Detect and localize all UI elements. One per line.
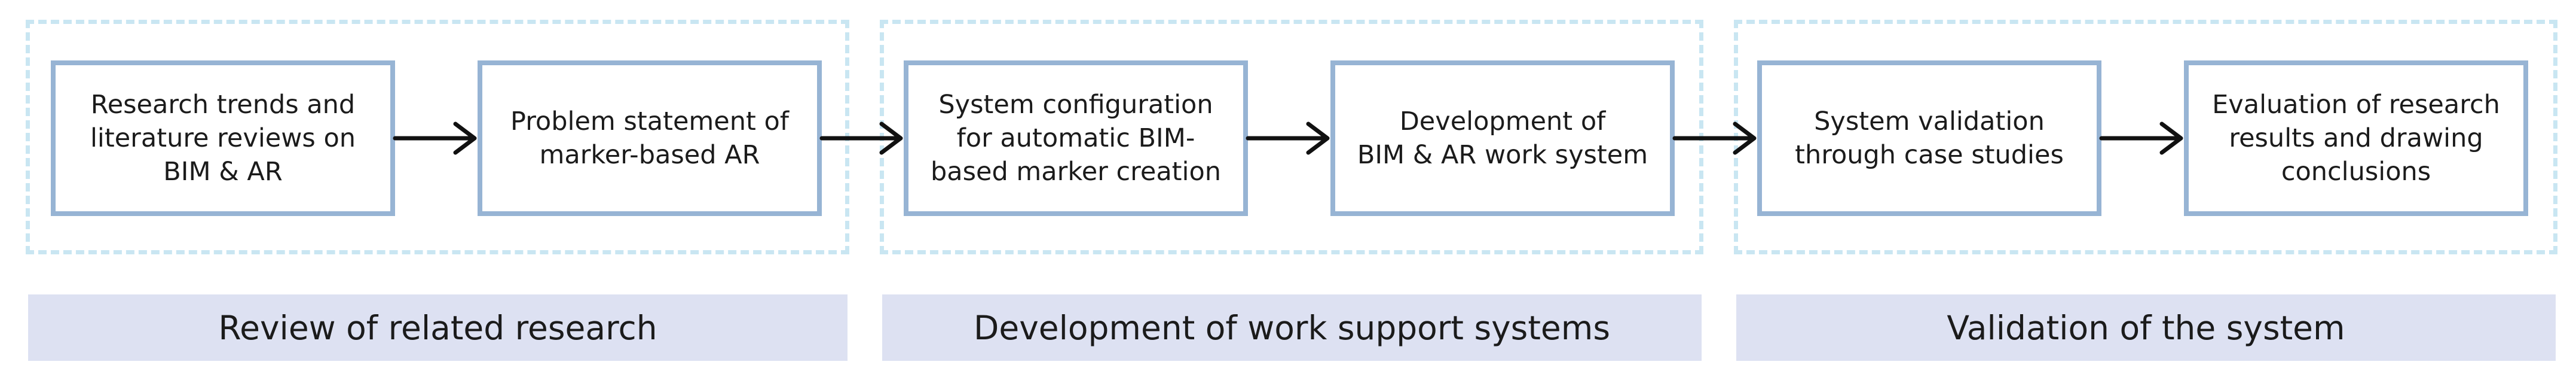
arrow-3 <box>1246 121 1330 155</box>
phase-review-label: Review of related research <box>218 308 657 347</box>
step-research-trends: Research trends and literature reviews o… <box>51 60 395 216</box>
step-system-validation: System validation through case studies <box>1757 60 2101 216</box>
step-work-system-development-text: Development of BIM & AR work system <box>1357 107 1648 170</box>
arrow-2 <box>819 121 903 155</box>
phase-validation-label: Validation of the system <box>1947 308 2345 347</box>
phase-development-label: Development of work support systems <box>974 308 1610 347</box>
step-problem-statement: Problem statement of marker-based AR <box>478 60 822 216</box>
step-evaluation-conclusions: Evaluation of research results and drawi… <box>2184 60 2528 216</box>
phase-validation: Validation of the system <box>1736 294 2556 361</box>
step-problem-statement-text: Problem statement of marker-based AR <box>510 107 789 170</box>
arrow-4 <box>1672 121 1757 155</box>
phase-development: Development of work support systems <box>882 294 1702 361</box>
arrow-1 <box>393 121 477 155</box>
step-research-trends-text: Research trends and literature reviews o… <box>90 90 356 187</box>
step-system-validation-text: System validation through case studies <box>1795 107 2064 170</box>
step-work-system-development: Development of BIM & AR work system <box>1330 60 1675 216</box>
step-system-configuration-text: System configuration for automatic BIM- … <box>930 90 1222 187</box>
arrow-5 <box>2099 121 2183 155</box>
phase-review: Review of related research <box>28 294 848 361</box>
step-system-configuration: System configuration for automatic BIM- … <box>904 60 1248 216</box>
step-evaluation-conclusions-text: Evaluation of research results and drawi… <box>2212 90 2500 187</box>
